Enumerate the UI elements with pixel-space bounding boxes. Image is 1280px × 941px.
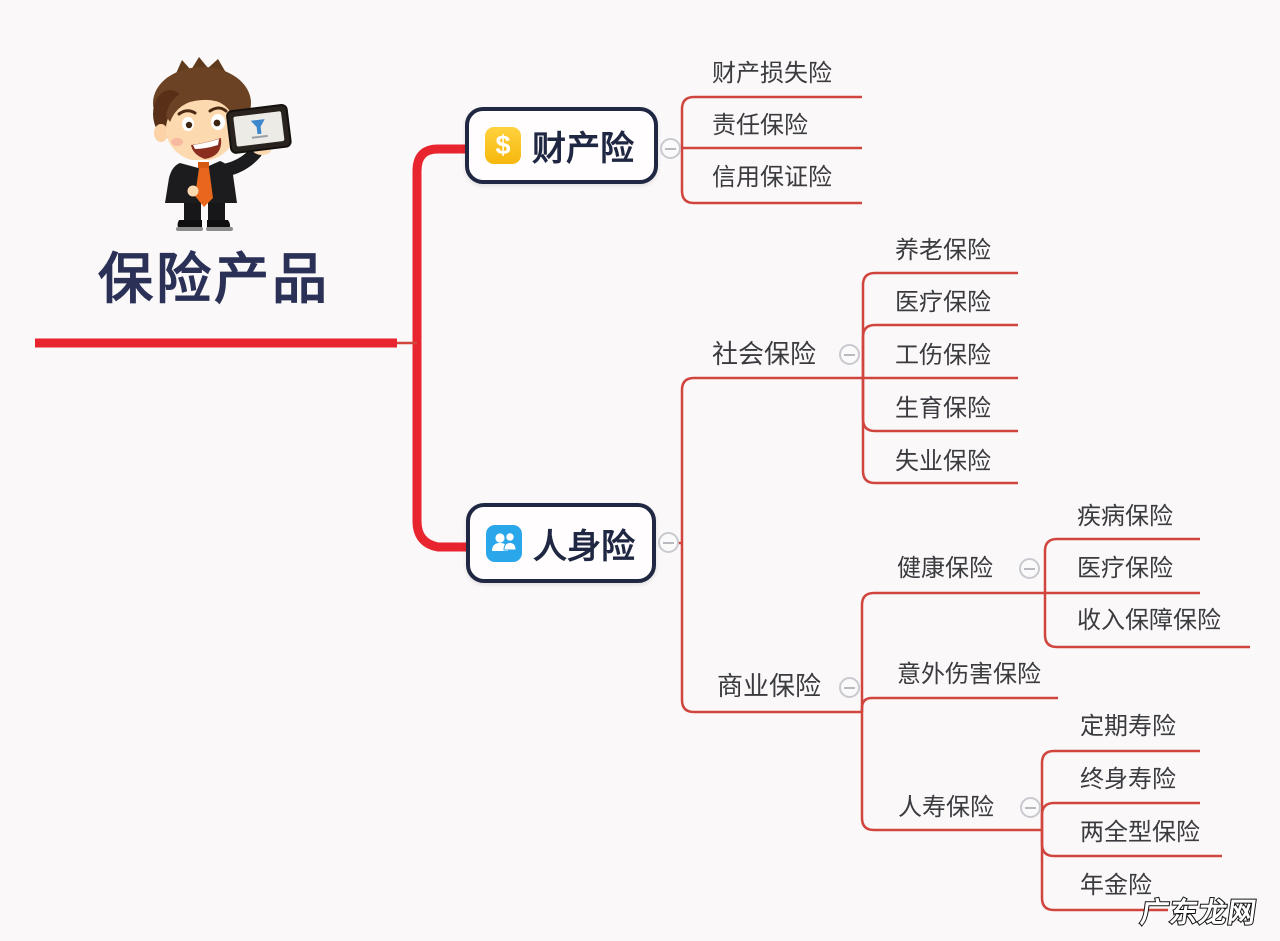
node-label: 人身险 bbox=[533, 527, 635, 566]
collapse-toggle-social[interactable] bbox=[839, 344, 860, 365]
collapse-toggle-health[interactable] bbox=[1019, 558, 1040, 579]
node-disease-insurance[interactable]: 疾病保险 bbox=[1077, 503, 1173, 530]
node-credit-guarantee-insurance[interactable]: 信用保证险 bbox=[712, 164, 832, 191]
node-medical-insurance-health[interactable]: 医疗保险 bbox=[1077, 555, 1173, 582]
node-unemployment-insurance[interactable]: 失业保险 bbox=[895, 448, 991, 475]
node-whole-life-insurance[interactable]: 终身寿险 bbox=[1080, 766, 1176, 793]
people-icon bbox=[486, 524, 522, 562]
businessman-mascot-illustration bbox=[153, 57, 292, 231]
node-accident-injury-insurance[interactable]: 意外伤害保险 bbox=[897, 661, 1041, 688]
root-topic-title[interactable]: 保险产品 bbox=[98, 248, 331, 310]
node-life-insurance[interactable]: 人寿保险 bbox=[898, 794, 994, 821]
collapse-toggle-life[interactable] bbox=[1020, 797, 1041, 818]
node-property-loss-insurance[interactable]: 财产损失险 bbox=[712, 60, 832, 87]
node-health-insurance[interactable]: 健康保险 bbox=[897, 555, 993, 582]
node-pension-insurance[interactable]: 养老保险 bbox=[895, 237, 991, 264]
collapse-toggle-property[interactable] bbox=[660, 138, 681, 159]
node-liability-insurance[interactable]: 责任保险 bbox=[712, 112, 808, 139]
node-medical-insurance-social[interactable]: 医疗保险 bbox=[895, 289, 991, 316]
node-personal-insurance[interactable]: 人身险 bbox=[466, 503, 656, 583]
node-work-injury-insurance[interactable]: 工伤保险 bbox=[895, 342, 991, 369]
node-annuity-insurance[interactable]: 年金险 bbox=[1080, 872, 1152, 899]
node-term-life-insurance[interactable]: 定期寿险 bbox=[1080, 713, 1176, 740]
collapse-toggle-personal[interactable] bbox=[658, 532, 679, 553]
node-income-protection-insurance[interactable]: 收入保障保险 bbox=[1077, 607, 1221, 634]
node-label: 财产险 bbox=[532, 130, 634, 168]
node-endowment-insurance[interactable]: 两全型保险 bbox=[1080, 819, 1200, 846]
dollar-icon: $ bbox=[485, 127, 521, 164]
watermark: 广东龙网 bbox=[1138, 896, 1260, 929]
node-social-insurance[interactable]: 社会保险 bbox=[712, 339, 817, 369]
collapse-toggle-commercial[interactable] bbox=[839, 677, 860, 698]
node-commercial-insurance[interactable]: 商业保险 bbox=[717, 671, 822, 701]
node-maternity-insurance[interactable]: 生育保险 bbox=[895, 395, 991, 422]
node-property-insurance[interactable]: $ 财产险 bbox=[465, 107, 658, 184]
